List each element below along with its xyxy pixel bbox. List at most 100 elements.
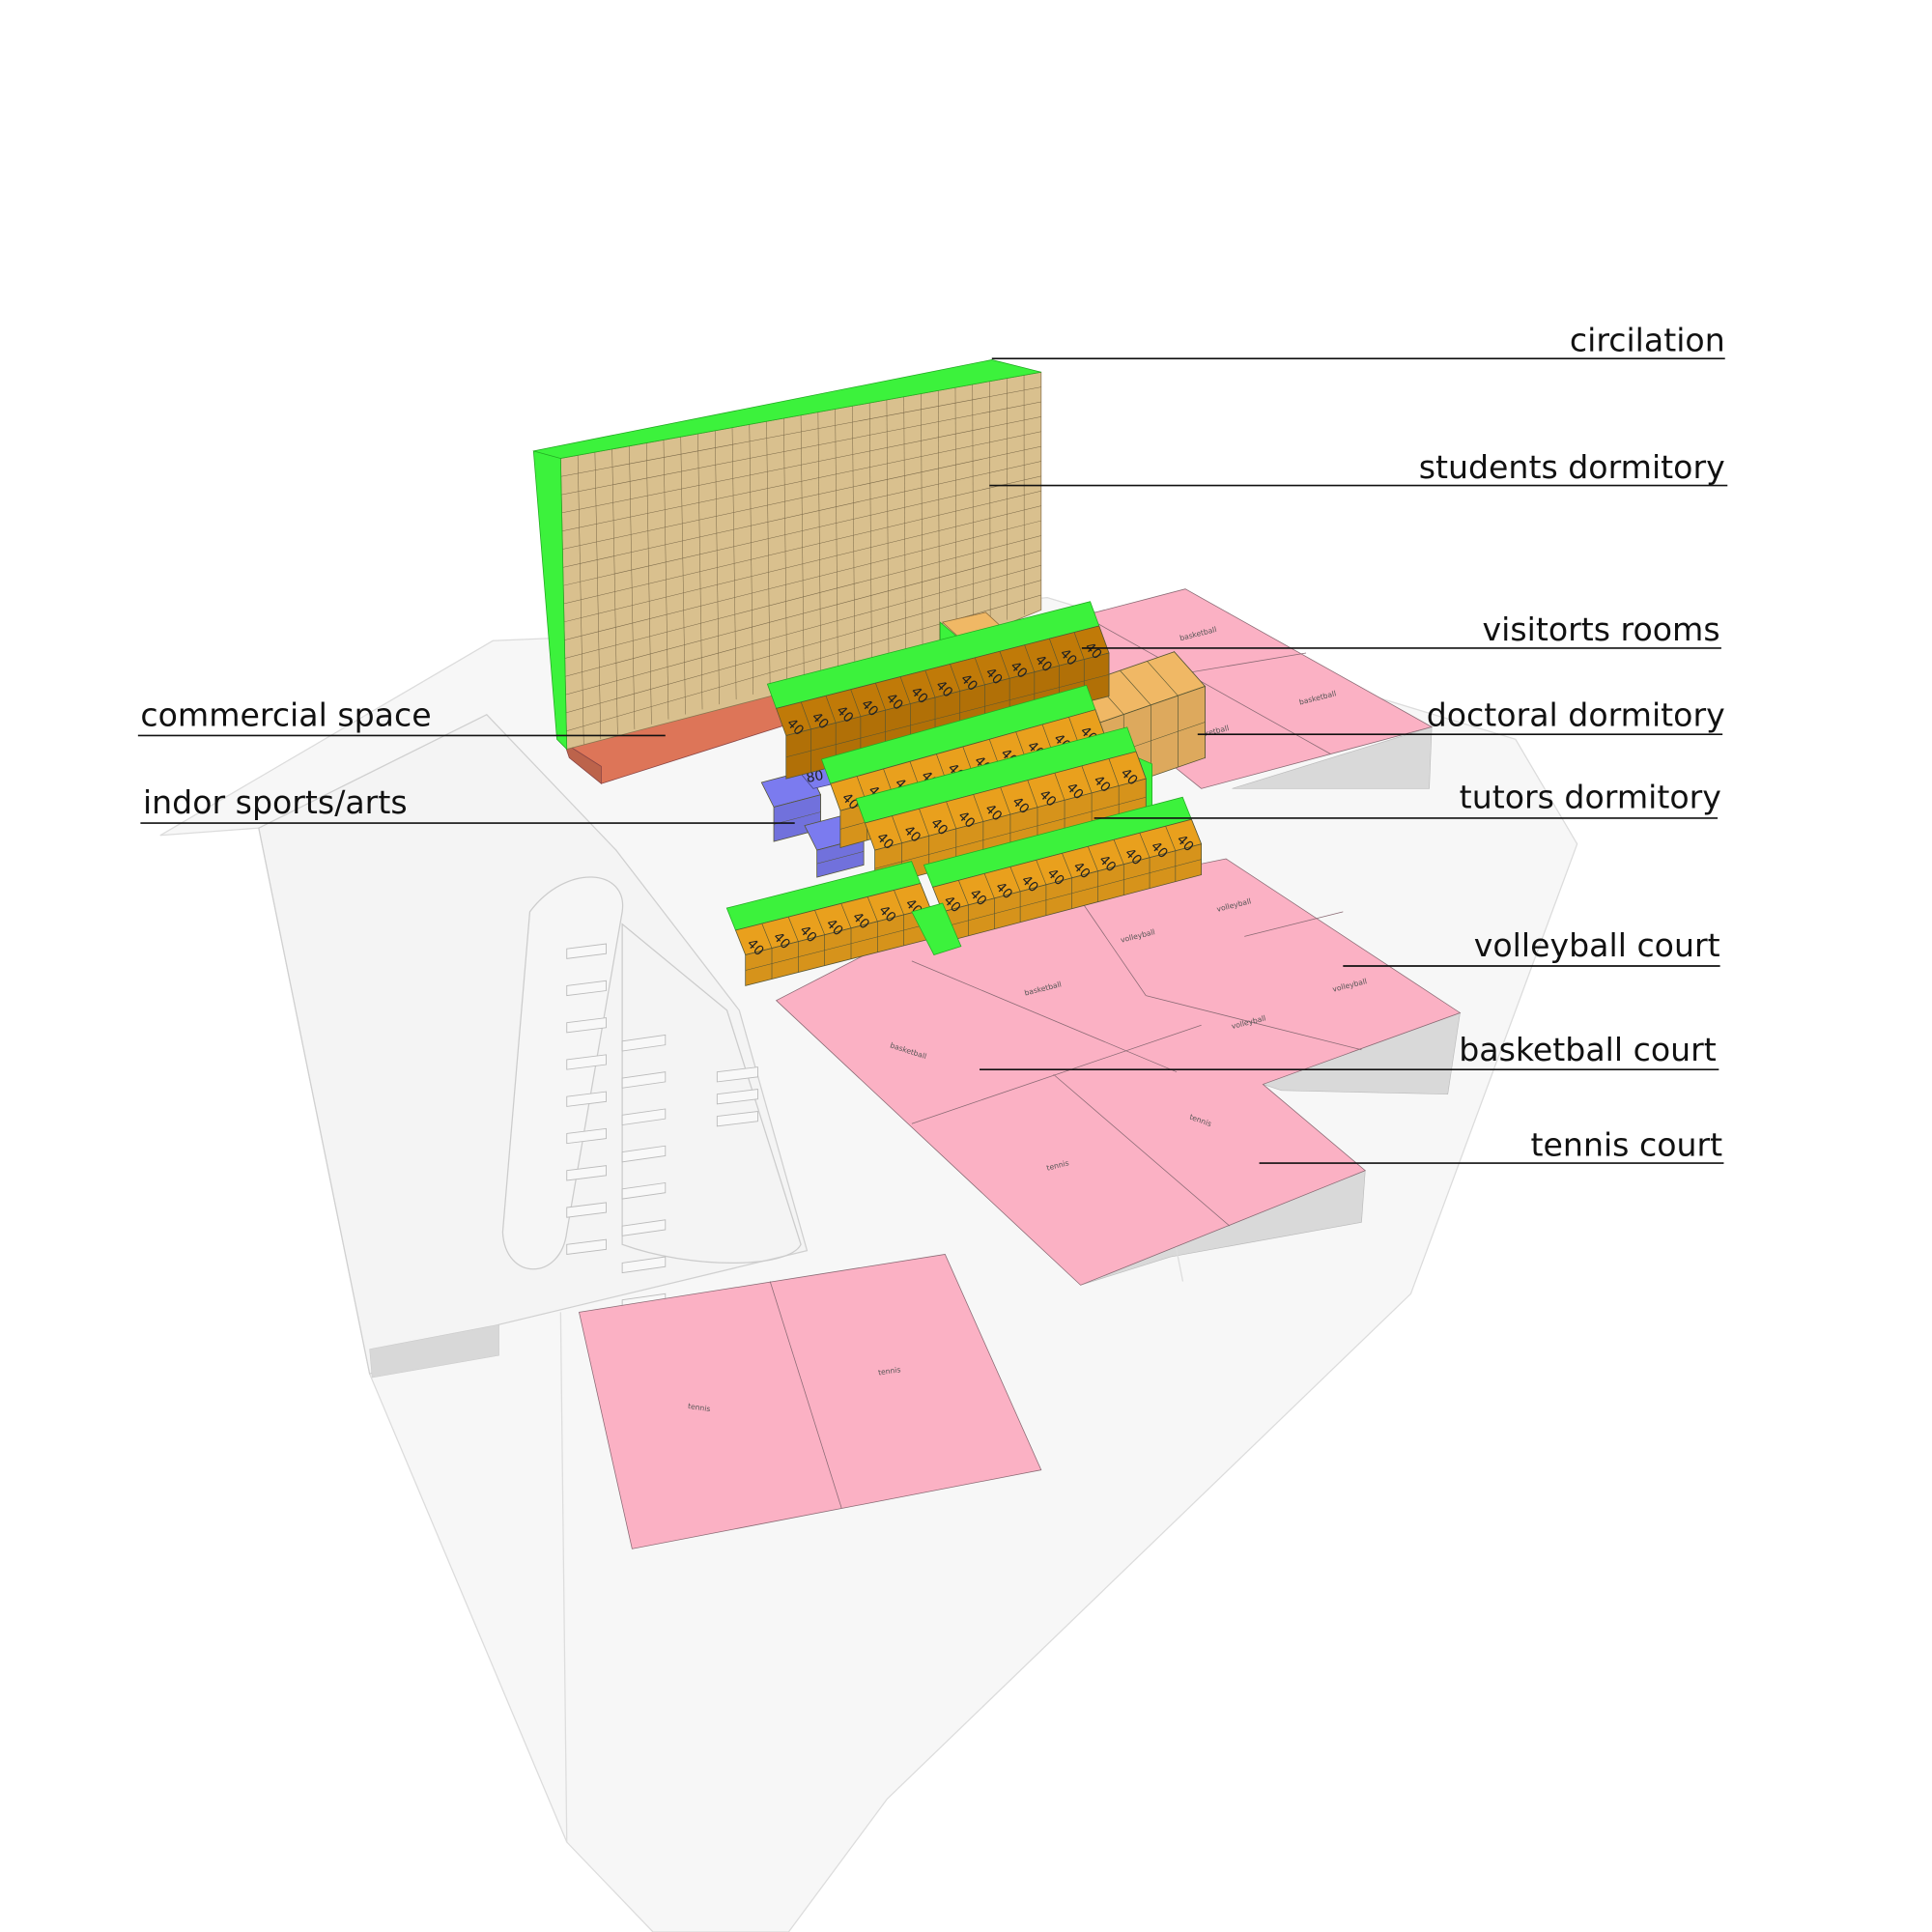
parking-space: [716, 1066, 758, 1083]
label-tennis-court: tennis court: [1531, 1125, 1723, 1163]
label-volleyball-court: volleyball court: [1474, 926, 1720, 964]
unit-divider: [1087, 846, 1098, 871]
parking-space: [621, 1108, 667, 1126]
label-basketball-court: basketball court: [1459, 1031, 1717, 1068]
parking-space: [566, 1017, 607, 1034]
unit-divider: [867, 896, 878, 923]
parking-space: [566, 980, 607, 997]
unit-divider: [1120, 669, 1151, 706]
parking-space: [566, 1238, 607, 1255]
dorm-grid-line: [563, 505, 1041, 623]
court-divider: [1084, 905, 1147, 996]
dorm-grid-line: [561, 431, 1041, 531]
terrain-edge: [1232, 726, 1433, 789]
label-students-dormitory: students dormitory: [1419, 448, 1725, 486]
parking-space: [566, 1091, 607, 1107]
unit-divider: [924, 669, 936, 698]
parking-space: [716, 1111, 758, 1127]
label-visitors-rooms: visitorts rooms: [1483, 611, 1720, 648]
dorm-grid-line: [564, 535, 1041, 659]
unit-divider: [974, 657, 985, 685]
unit-divider: [787, 917, 799, 942]
court-divider: [1053, 1073, 1231, 1227]
unit-divider: [1027, 780, 1038, 808]
parking-space: [566, 1165, 607, 1181]
court-label-tennis: tennis: [687, 1402, 711, 1413]
circulation-connector: [911, 902, 962, 955]
unit-divider: [1073, 632, 1085, 660]
terrain-edge: [369, 1323, 499, 1378]
unit-divider: [1108, 758, 1120, 786]
label-commercial-space: commercial space: [140, 696, 431, 733]
buildings: 8080804040404040404040404040404040404040…: [532, 359, 1207, 986]
unit-divider: [983, 873, 995, 898]
leader-lines: [137, 357, 1728, 1164]
unit-divider: [1036, 860, 1047, 885]
unit-divider: [1000, 786, 1011, 815]
parking-space: [621, 1034, 667, 1052]
unit-divider: [840, 903, 852, 928]
unit-divider: [1113, 839, 1124, 865]
unit-divider: [1049, 638, 1060, 667]
court-divider: [911, 960, 1178, 1073]
label-tutors-dormitory: tutors dormitory: [1460, 779, 1721, 816]
unit-divider: [973, 794, 984, 822]
circulation-side: [532, 450, 568, 751]
parking-space: [621, 1256, 667, 1274]
dorm-grid-line: [562, 445, 1041, 550]
label-doctoral-dormitory: doctoral dormitory: [1427, 696, 1725, 733]
court-divider: [911, 1024, 1202, 1124]
dorm-grid-line: [565, 564, 1041, 696]
unit-divider: [761, 923, 773, 949]
dorm-grid-line: [560, 386, 1041, 477]
unit-divider: [999, 651, 1010, 679]
unit-divider: [894, 890, 904, 916]
floor-line: [816, 851, 865, 865]
unit-divider: [1068, 717, 1080, 745]
unit-divider: [1062, 853, 1072, 878]
label-indoor-sports-arts: indor sports/arts: [143, 783, 408, 821]
unit-divider: [892, 815, 902, 843]
parking-space: [621, 1071, 667, 1089]
unit-divider: [1024, 644, 1036, 672]
court-divider: [1244, 911, 1344, 937]
parking-space: [621, 1181, 667, 1200]
commercial-space-side: [563, 742, 602, 785]
dorm-grid-line: [561, 401, 1041, 496]
parking-space: [566, 943, 607, 959]
unit-divider: [825, 696, 837, 724]
court-divider: [1084, 615, 1331, 754]
parking-space: [566, 1202, 607, 1218]
floor-line: [874, 797, 1147, 869]
dorm-grid-line: [565, 580, 1041, 714]
parking-space: [621, 1145, 667, 1163]
court-tennis-lower: [579, 1254, 1042, 1549]
floor-line: [773, 811, 821, 825]
unit-divider: [958, 880, 969, 905]
road-loop: [621, 923, 802, 1264]
dorm-grid-line: [563, 475, 1041, 586]
parking-space: [566, 1054, 607, 1070]
unit-divider: [1054, 773, 1065, 801]
parking-space: [716, 1089, 758, 1105]
floor-line: [785, 674, 1110, 758]
unit-divider: [1147, 661, 1179, 696]
parking-space: [566, 1127, 607, 1145]
unit-divider: [899, 676, 911, 704]
unit-divider: [850, 689, 862, 717]
court-divider: [769, 1281, 842, 1509]
dorm-grid-line: [565, 550, 1041, 677]
dorm-grid-line: [563, 491, 1041, 605]
dorm-grid-line: [561, 416, 1041, 514]
road-loop: [501, 876, 624, 1270]
court-divider: [1146, 995, 1362, 1051]
unit-divider: [950, 664, 961, 692]
label-circulation: circilation: [1570, 322, 1725, 359]
unit-divider: [946, 801, 957, 830]
unit-divider: [919, 809, 930, 837]
unit-divider: [800, 701, 811, 730]
unit-divider: [814, 910, 825, 935]
